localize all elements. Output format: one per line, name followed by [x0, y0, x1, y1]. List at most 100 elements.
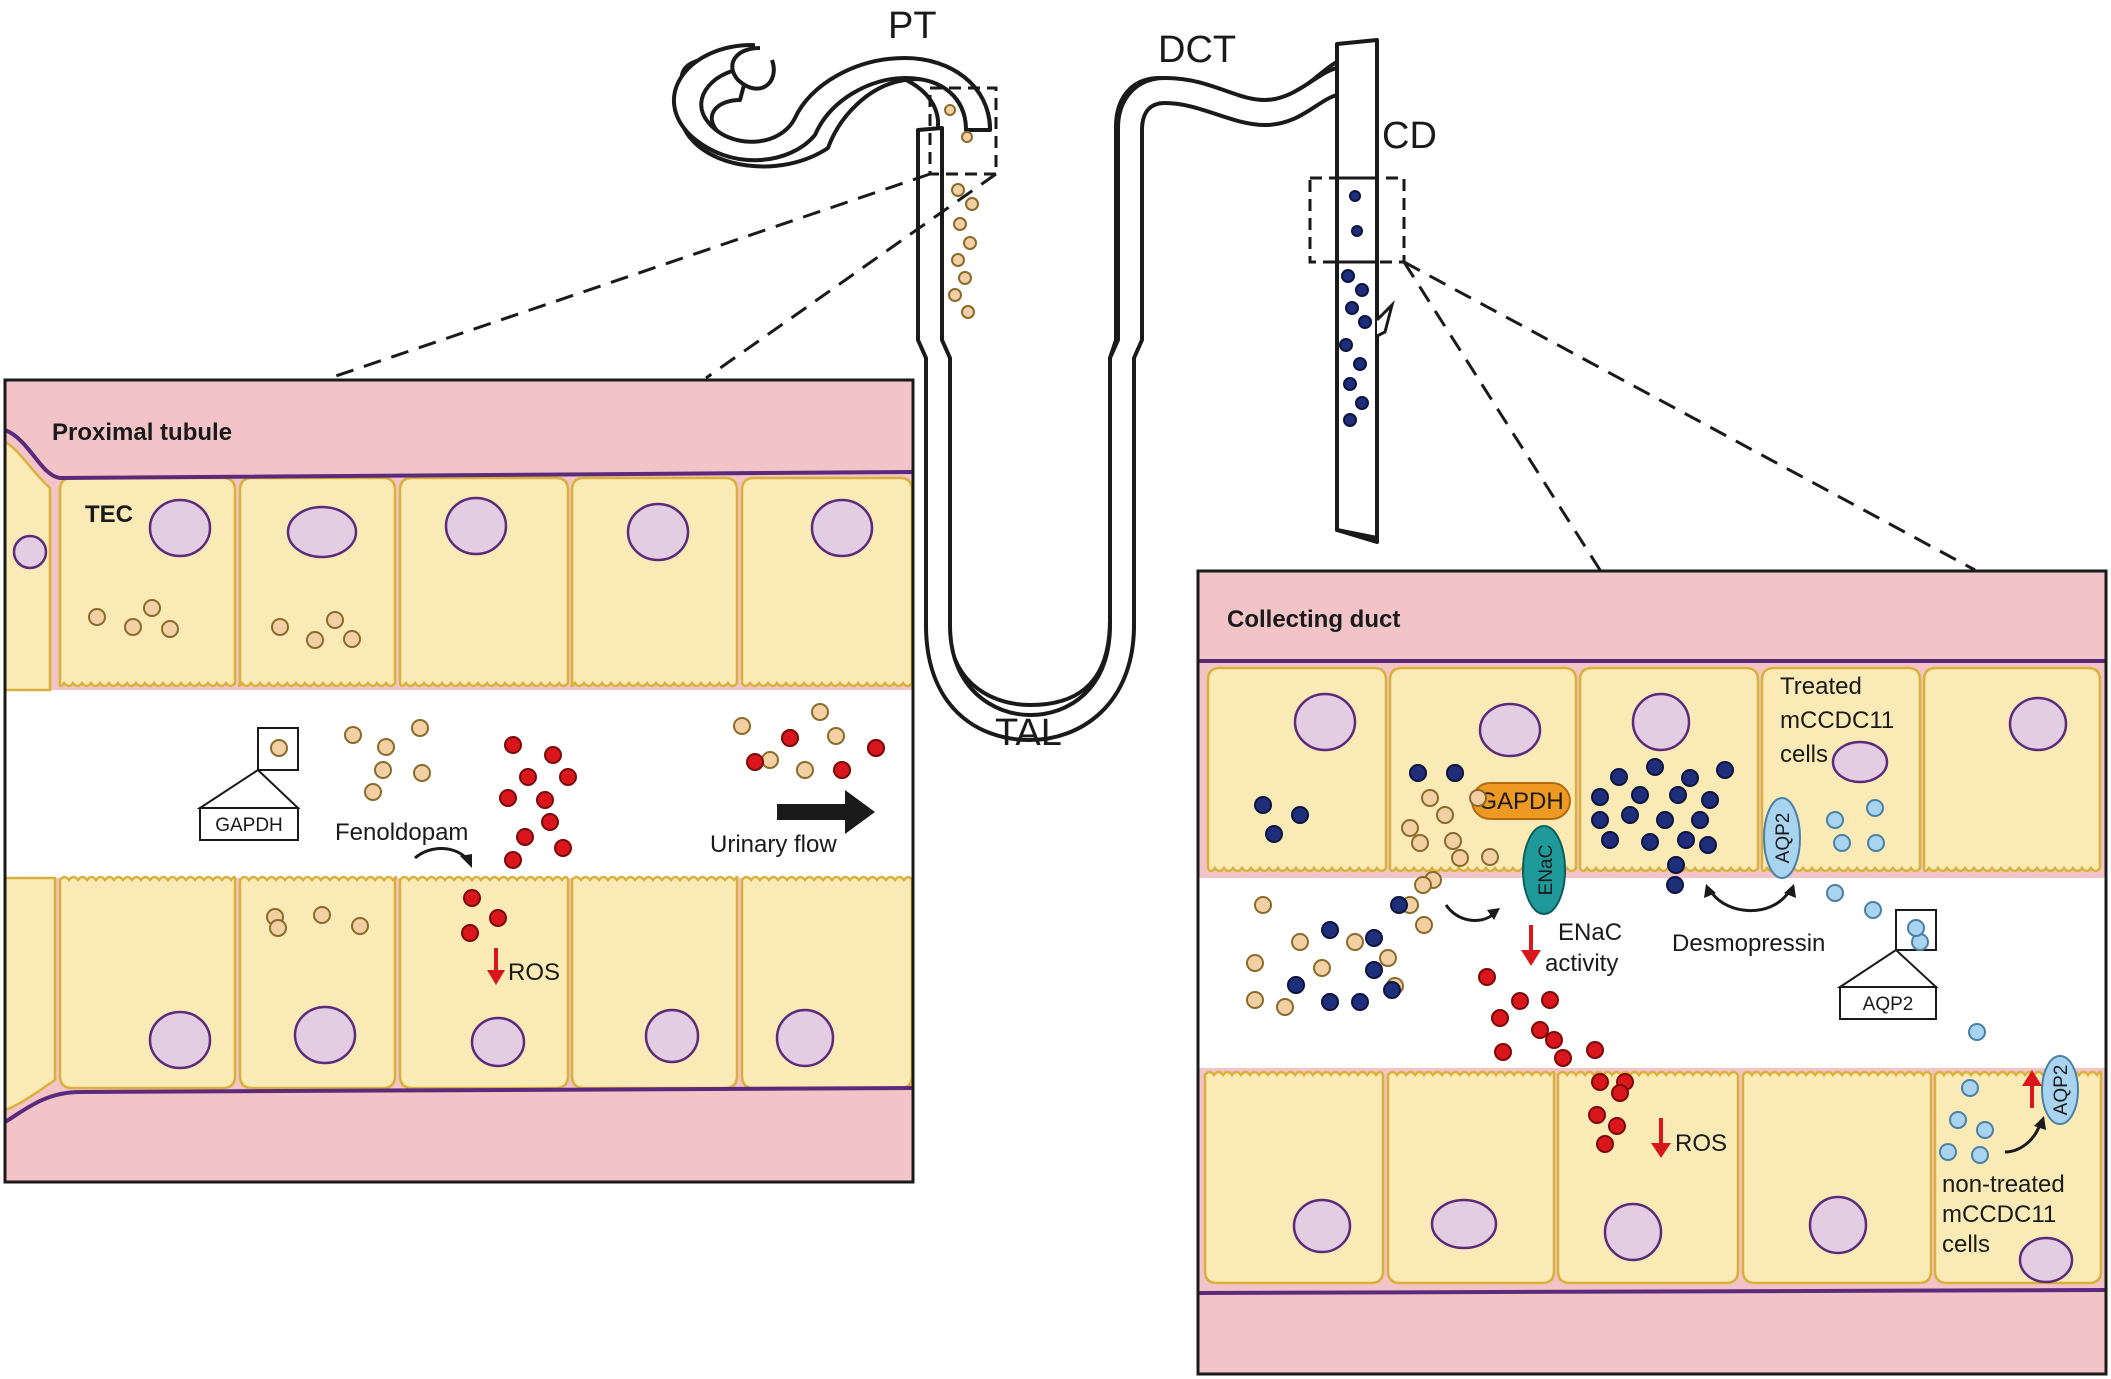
pt-connector-right — [705, 172, 997, 380]
nephron-pt-vesicle — [961, 131, 973, 143]
cd-aqp2-label-treated: AQP2 — [1773, 813, 1794, 864]
cd-up-arrow — [2022, 1070, 2042, 1108]
pt-nucleus — [148, 498, 212, 558]
pt-lumen-vesicle-red — [559, 768, 577, 786]
cd-aqp2-vesicle — [1826, 884, 1844, 902]
pt-flow-vesicle-beige — [796, 761, 814, 779]
nephron-pt-vesicle — [958, 271, 972, 285]
pt-top-cell — [398, 476, 570, 688]
cd-gapdh-vesicle-beige — [1411, 834, 1429, 852]
cd-treated-line1: Treated — [1780, 673, 1862, 700]
nephron-cd-vesicle — [1345, 301, 1359, 315]
pt-flow-vesicle-beige — [761, 751, 779, 769]
cd-desmopressin-arrowhead-right — [1784, 884, 1796, 898]
cd-navy-cluster — [1591, 788, 1609, 806]
cd-nucleus — [1478, 702, 1542, 758]
pt-edge-nucleus — [12, 534, 48, 570]
nephron-cd-vesicle — [1339, 338, 1353, 352]
nephron-cd-vesicle — [1343, 413, 1357, 427]
cd-treated-aqp2-vesicle — [1826, 811, 1844, 829]
cd-exocytosis-vesicle — [1667, 856, 1685, 874]
cd-exocytosis-vesicle — [1666, 876, 1684, 894]
cd-enac-effect-line1: ENaC — [1558, 919, 1622, 946]
pt-lumen — [5, 690, 913, 878]
cd-enac-effect-line2: activity — [1545, 950, 1618, 977]
cd-lumen-vesicle-red — [1541, 991, 1559, 1009]
pt-bottom-cell — [58, 875, 237, 1090]
pt-fenoldopam-label: Fenoldopam — [335, 819, 468, 846]
pt-cell-bottom-vesicle — [313, 906, 331, 924]
cd-top-cell — [1922, 666, 2102, 873]
pt-lumen-vesicle-red — [519, 768, 537, 786]
cd-enac-arrowhead — [1487, 908, 1500, 920]
cd-nucleus — [1631, 692, 1691, 752]
pt-top-membrane — [5, 428, 913, 481]
cd-lumen-vesicle-mixed — [1415, 916, 1433, 934]
pt-nucleus — [444, 496, 508, 556]
cd-nucleus — [1831, 740, 1889, 784]
cd-gapdh-vesicle-beige — [1444, 832, 1462, 850]
cd-nucleus — [2018, 1236, 2074, 1284]
cd-nucleus — [1603, 1202, 1663, 1262]
pt-lumen-vesicle-red — [554, 839, 572, 857]
cd-nucleus — [1430, 1198, 1498, 1250]
cd-lumen-vesicle-red — [1531, 1021, 1549, 1039]
pt-lumen-vesicle-red — [504, 851, 522, 869]
nephron-pt-vesicle — [963, 236, 977, 250]
nephron-cd-vesicle — [1355, 396, 1369, 410]
pt-top-cell — [570, 476, 739, 688]
cd-navy-cluster — [1631, 786, 1649, 804]
cd-lumen-vesicle-navy — [1390, 896, 1408, 914]
cd-enac-arrow — [1444, 904, 1495, 922]
cd-lumen-vesicle-red — [1494, 1043, 1512, 1061]
cd-navy-cluster — [1621, 806, 1639, 824]
cd-bottom-cell — [1203, 1070, 1385, 1285]
cd-navy-cluster — [1701, 791, 1719, 809]
pt-cell-vesicle — [88, 608, 106, 626]
pt-flow-vesicle-beige — [811, 703, 829, 721]
cd-untreated-arrowhead — [2034, 1116, 2046, 1130]
cd-bottom-cell — [1556, 1070, 1740, 1285]
pt-cell-vesicle — [343, 630, 361, 648]
cd-lumen-vesicle-navy — [1351, 993, 1369, 1011]
cd-ros-label: ROS — [1675, 1130, 1727, 1157]
cd-navy-cluster — [1691, 811, 1709, 829]
pt-cell-vesicle — [271, 618, 289, 636]
cd-top-cells — [1206, 666, 2102, 873]
pt-bottom-cell — [398, 875, 570, 1090]
cd-aqp2-vesicle — [1939, 1143, 1957, 1161]
pt-nucleus — [286, 505, 358, 559]
pt-nucleus — [644, 1008, 700, 1064]
nephron-pt-vesicle — [944, 104, 956, 116]
pt-panel-title: Proximal tubule — [52, 419, 232, 446]
cd-ros-vesicle-red — [1588, 1106, 1606, 1124]
cd-enac-label: ENaC — [1536, 845, 1557, 896]
cd-aqp2-vesicle — [1976, 1121, 1994, 1139]
pt-nucleus — [293, 1005, 357, 1065]
cd-lumen-vesicle-mixed — [1346, 933, 1364, 951]
collecting-duct-panel: Collecting duct GAPDH ENaC AQP2 AQP2 AQP… — [1196, 569, 2108, 1376]
cd-desmopressin-label: Desmopressin — [1672, 930, 1825, 957]
cd-navy-cluster — [1681, 769, 1699, 787]
cd-gapdh-vesicle-beige — [1436, 806, 1454, 824]
cd-gapdh-label: GAPDH — [1478, 788, 1563, 815]
cd-aqp2-channel-untreated — [2041, 1055, 2079, 1125]
cd-lumen-vesicle-mixed — [1276, 998, 1294, 1016]
nephron-cd-vesicle — [1349, 190, 1361, 202]
label-cd: CD — [1382, 115, 1437, 157]
cd-cell-vesicle-navy — [1291, 806, 1309, 824]
cd-untreated-line3: cells — [1942, 1231, 1990, 1258]
cd-lumen-vesicle-navy — [1321, 993, 1339, 1011]
nephron-cd-vesicle — [1355, 283, 1369, 297]
cd-enac-channel — [1522, 825, 1566, 915]
pt-top-cells — [58, 476, 913, 688]
cd-aqp2-label-untreated: AQP2 — [2051, 1065, 2072, 1116]
pt-lumen-vesicle-beige — [411, 719, 429, 737]
cd-ros-vesicle-red — [1591, 1073, 1609, 1091]
pt-lumen-vesicle-red — [499, 789, 517, 807]
cd-navy-cluster — [1591, 811, 1609, 829]
cd-navy-cluster — [1699, 836, 1717, 854]
pt-lumen-vesicle-beige — [377, 738, 395, 756]
cd-lumen-vesicle-navy — [1383, 981, 1401, 999]
